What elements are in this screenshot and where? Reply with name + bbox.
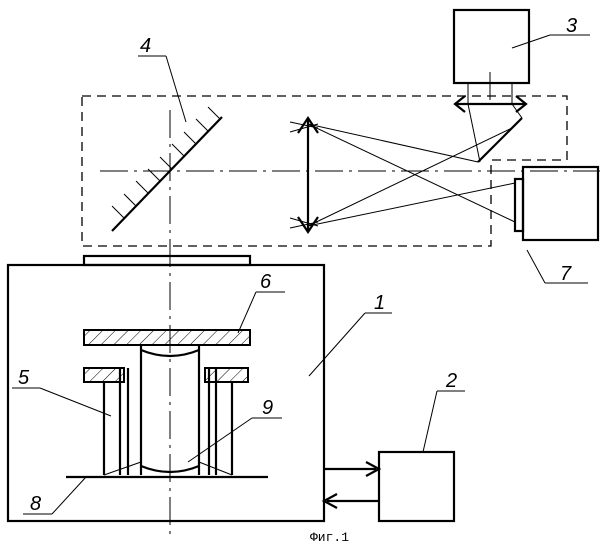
- chamber-1: [8, 256, 324, 521]
- figure-caption: Фиг.1: [310, 530, 349, 545]
- camera-7: [515, 167, 598, 240]
- label-6: 6: [260, 271, 272, 293]
- holder-5: [84, 368, 248, 475]
- label-9: 9: [262, 397, 273, 419]
- mirror-4: [112, 107, 222, 231]
- label-4: 4: [140, 35, 151, 57]
- label-8: 8: [30, 493, 41, 515]
- sample-9: [104, 345, 232, 475]
- label-2: 2: [445, 370, 457, 392]
- camera-3: [454, 10, 529, 162]
- controller-2: [379, 452, 454, 521]
- label-1: 1: [374, 292, 385, 314]
- label-5: 5: [18, 367, 30, 389]
- plate-6: [84, 330, 250, 345]
- light-rays: [308, 124, 515, 226]
- signal-arrows: [324, 462, 379, 508]
- leader-lines: [12, 35, 590, 514]
- label-3: 3: [566, 15, 577, 37]
- label-7: 7: [560, 263, 572, 285]
- objective-lens: [290, 118, 318, 232]
